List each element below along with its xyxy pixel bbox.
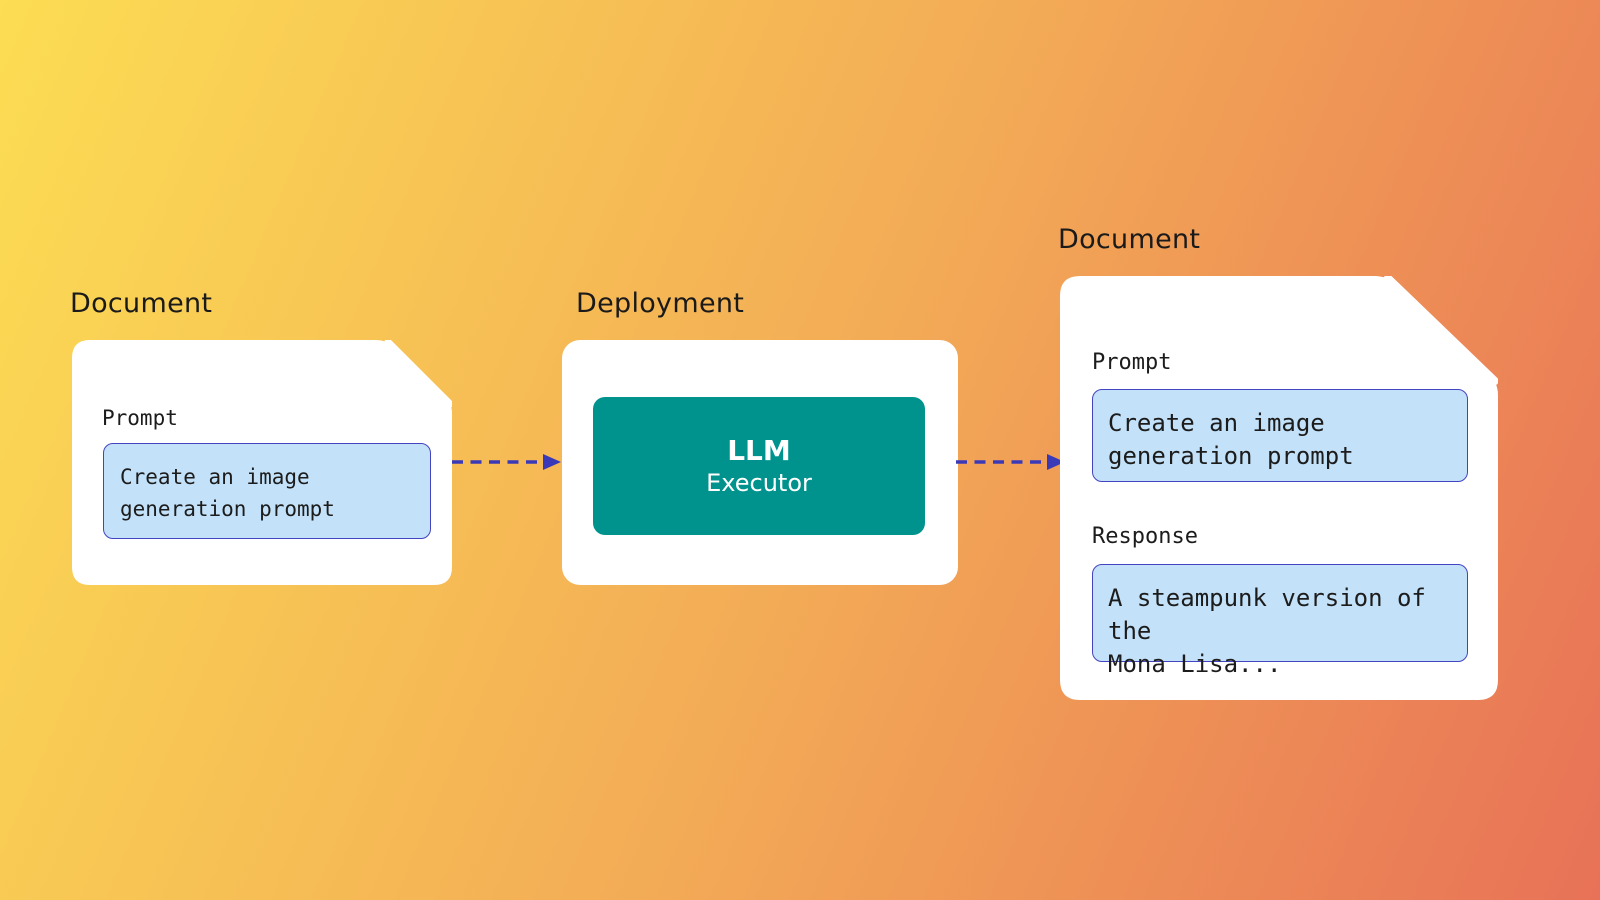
deployment-title: Deployment — [576, 288, 745, 319]
executor-name: LLM — [727, 433, 791, 467]
prompt-field: Create an image generation prompt — [103, 443, 431, 539]
llm-executor-block: LLM Executor — [593, 397, 925, 535]
executor-type: Executor — [706, 468, 812, 497]
prompt-field-label: Prompt — [102, 406, 178, 430]
output-document-card: Prompt Create an image generation prompt… — [1060, 276, 1498, 700]
deployment-card: LLM Executor — [562, 340, 958, 585]
folded-corner-icon — [384, 340, 452, 408]
prompt-field: Create an image generation prompt — [1092, 389, 1468, 482]
input-document-card: Prompt Create an image generation prompt — [72, 340, 452, 585]
arrow-right-icon — [452, 454, 561, 470]
output-document-title: Document — [1058, 224, 1201, 255]
folded-corner-icon — [1383, 276, 1498, 386]
response-field: A steampunk version of the Mona Lisa... — [1092, 564, 1468, 678]
response-field-label: Response — [1092, 524, 1198, 549]
input-document-title: Document — [70, 288, 213, 319]
arrow-right-icon — [956, 454, 1065, 470]
prompt-field-label: Prompt — [1092, 350, 1172, 375]
